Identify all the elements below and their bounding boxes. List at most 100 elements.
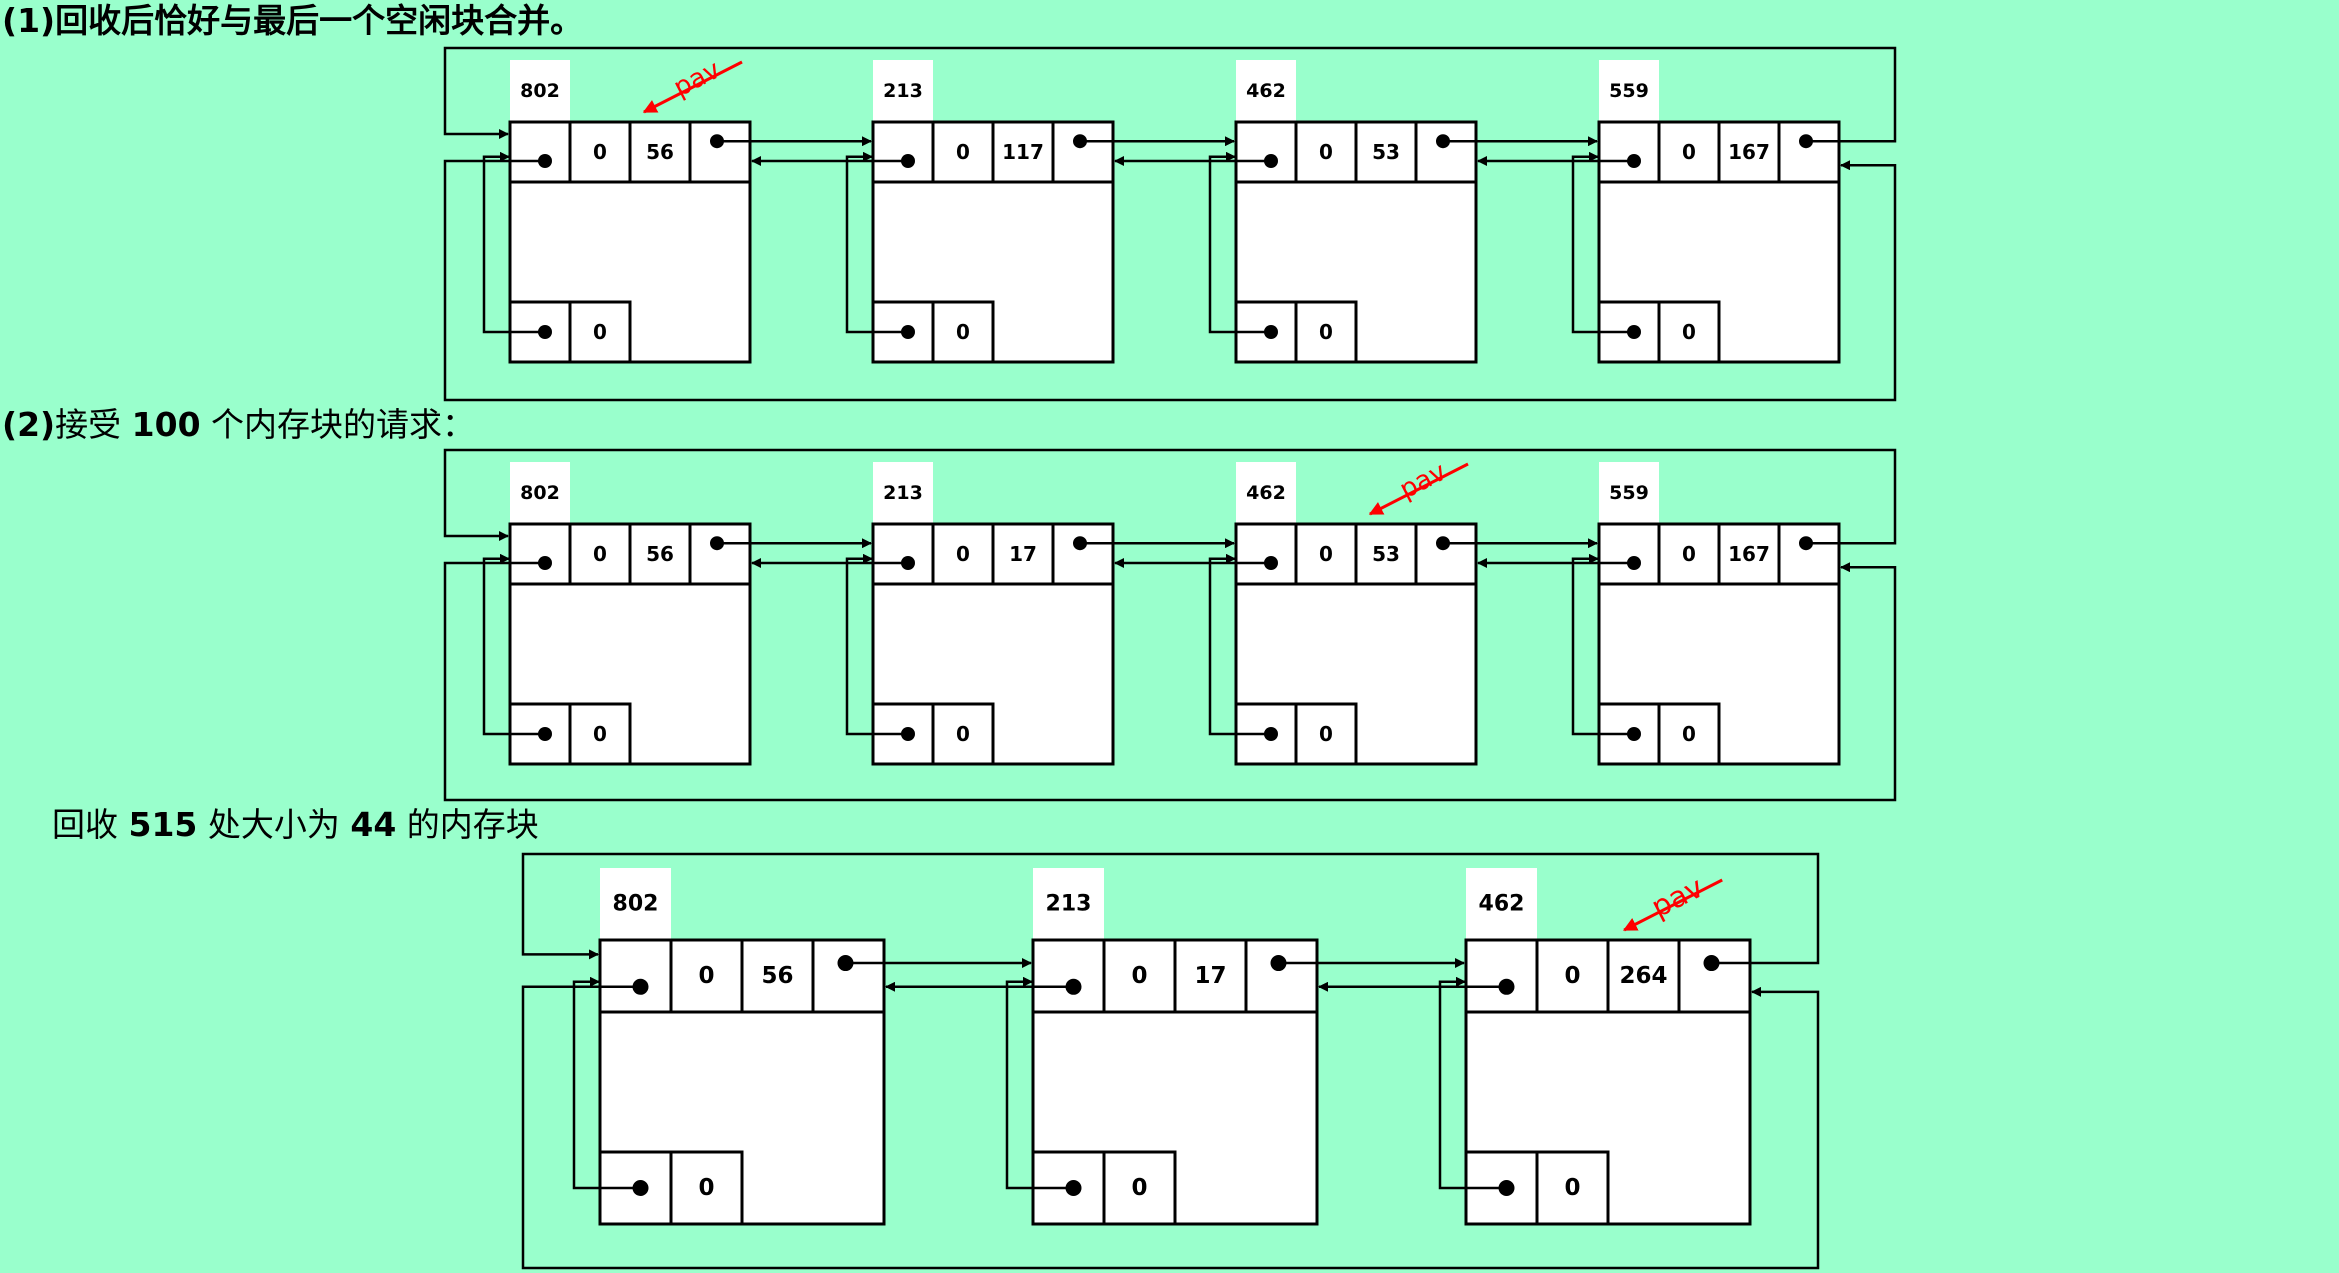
footer-outline — [1466, 1150, 1610, 1224]
block-size: 264 — [1619, 963, 1667, 989]
block-address: 213 — [883, 80, 923, 102]
memory-block: 213 0 117 0 — [845, 60, 1115, 364]
footer-outline — [510, 300, 632, 362]
llink-wrap-arrow — [443, 159, 1897, 402]
uplink-pointer — [845, 151, 908, 334]
pav-label: pav — [1646, 870, 1709, 925]
heading-step-2-text-b: 个内存块的请求： — [200, 405, 476, 444]
rlink-wrap-arrow — [443, 448, 1897, 545]
address-label-box — [600, 868, 671, 940]
memory-block: 462 0 53 0 — [1208, 462, 1478, 766]
block-size: 56 — [646, 542, 674, 566]
block-size: 56 — [761, 963, 793, 989]
uplink-pointer — [1571, 151, 1634, 334]
rlink-wrap-arrow — [521, 852, 1820, 965]
address-label-box — [1033, 868, 1104, 940]
block-address: 802 — [520, 482, 560, 504]
llink-wrap-arrow — [521, 985, 1820, 1270]
address-label-box — [1466, 868, 1537, 940]
footer-outline — [1033, 1150, 1177, 1224]
block-tag: 0 — [1682, 140, 1696, 164]
block-foot-tag: 0 — [956, 722, 970, 746]
pav-pointer: pav — [1622, 870, 1723, 932]
uplink-pointer — [1208, 151, 1271, 334]
block-address: 462 — [1246, 482, 1286, 504]
uplink-pointer — [1208, 553, 1271, 736]
block-address: 213 — [1046, 892, 1092, 917]
uplink-pointer — [1571, 553, 1634, 736]
pav-arrow — [1622, 878, 1723, 932]
pav-arrow — [642, 60, 743, 114]
block-foot-tag: 0 — [1319, 722, 1333, 746]
block-foot-tag: 0 — [1682, 722, 1696, 746]
block-size: 167 — [1728, 140, 1770, 164]
footer-outline — [873, 702, 995, 764]
block-size: 167 — [1728, 542, 1770, 566]
block-address: 802 — [520, 80, 560, 102]
block-tag: 0 — [956, 140, 970, 164]
block-tag: 0 — [1131, 963, 1147, 989]
heading-step-2: (2)接受 100 个内存块的请求： — [2, 408, 475, 441]
footer-outline — [1599, 300, 1721, 362]
memory-block: 559 0 167 0 — [1571, 60, 1841, 364]
heading-step-3: 回收 515 处大小为 44 的内存块 — [52, 808, 539, 841]
block-foot-tag: 0 — [593, 722, 607, 746]
block-address: 802 — [613, 892, 659, 917]
uplink-pointer — [1438, 976, 1507, 1190]
block-size: 53 — [1372, 542, 1400, 566]
uplink-pointer — [572, 976, 641, 1190]
block-tag: 0 — [956, 542, 970, 566]
block-size: 17 — [1009, 542, 1037, 566]
block-foot-tag: 0 — [1564, 1175, 1580, 1201]
address-label-box — [873, 60, 933, 122]
llink-wrap-arrow — [443, 561, 1897, 802]
block-foot-tag: 0 — [1131, 1175, 1147, 1201]
heading-step-3-text-b: 处大小为 — [197, 805, 351, 844]
heading-step-3-number-a: 515 — [128, 805, 198, 844]
block-address: 213 — [883, 482, 923, 504]
heading-step-2-number: 100 — [131, 405, 201, 444]
address-label-box — [510, 462, 570, 524]
block-foot-tag: 0 — [956, 320, 970, 344]
heading-step-3-text-a: 回收 — [52, 805, 129, 844]
block-size: 117 — [1002, 140, 1044, 164]
heading-step-3-text-c: 的内存块 — [396, 805, 539, 844]
footer-outline — [1236, 300, 1358, 362]
memory-block: 462 0 53 0 — [1208, 60, 1478, 364]
memory-block: 213 0 17 0 — [845, 462, 1115, 766]
heading-step-2-prefix: (2) — [2, 405, 56, 444]
heading-step-1: (1)回收后恰好与最后一个空闲块合并。 — [2, 4, 583, 37]
footer-outline — [1599, 702, 1721, 764]
block-tag: 0 — [593, 140, 607, 164]
heading-step-3-number-b: 44 — [350, 805, 397, 844]
footer-outline — [600, 1150, 744, 1224]
heading-step-2-text-a: 接受 — [55, 405, 132, 444]
block-tag: 0 — [1564, 963, 1580, 989]
pav-pointer: pav — [642, 55, 743, 114]
block-tag: 0 — [698, 963, 714, 989]
pav-pointer: pav — [1368, 457, 1469, 516]
footer-outline — [510, 702, 632, 764]
footer-outline — [1236, 702, 1358, 764]
block-address: 462 — [1246, 80, 1286, 102]
address-label-box — [510, 60, 570, 122]
block-foot-tag: 0 — [1682, 320, 1696, 344]
block-tag: 0 — [1319, 140, 1333, 164]
block-address: 559 — [1609, 80, 1649, 102]
address-label-box — [873, 462, 933, 524]
address-label-box — [1599, 462, 1659, 524]
block-size: 53 — [1372, 140, 1400, 164]
rlink-wrap-arrow — [443, 46, 1897, 143]
block-tag: 0 — [1682, 542, 1696, 566]
block-tag: 0 — [1319, 542, 1333, 566]
block-foot-tag: 0 — [1319, 320, 1333, 344]
footer-outline — [873, 300, 995, 362]
